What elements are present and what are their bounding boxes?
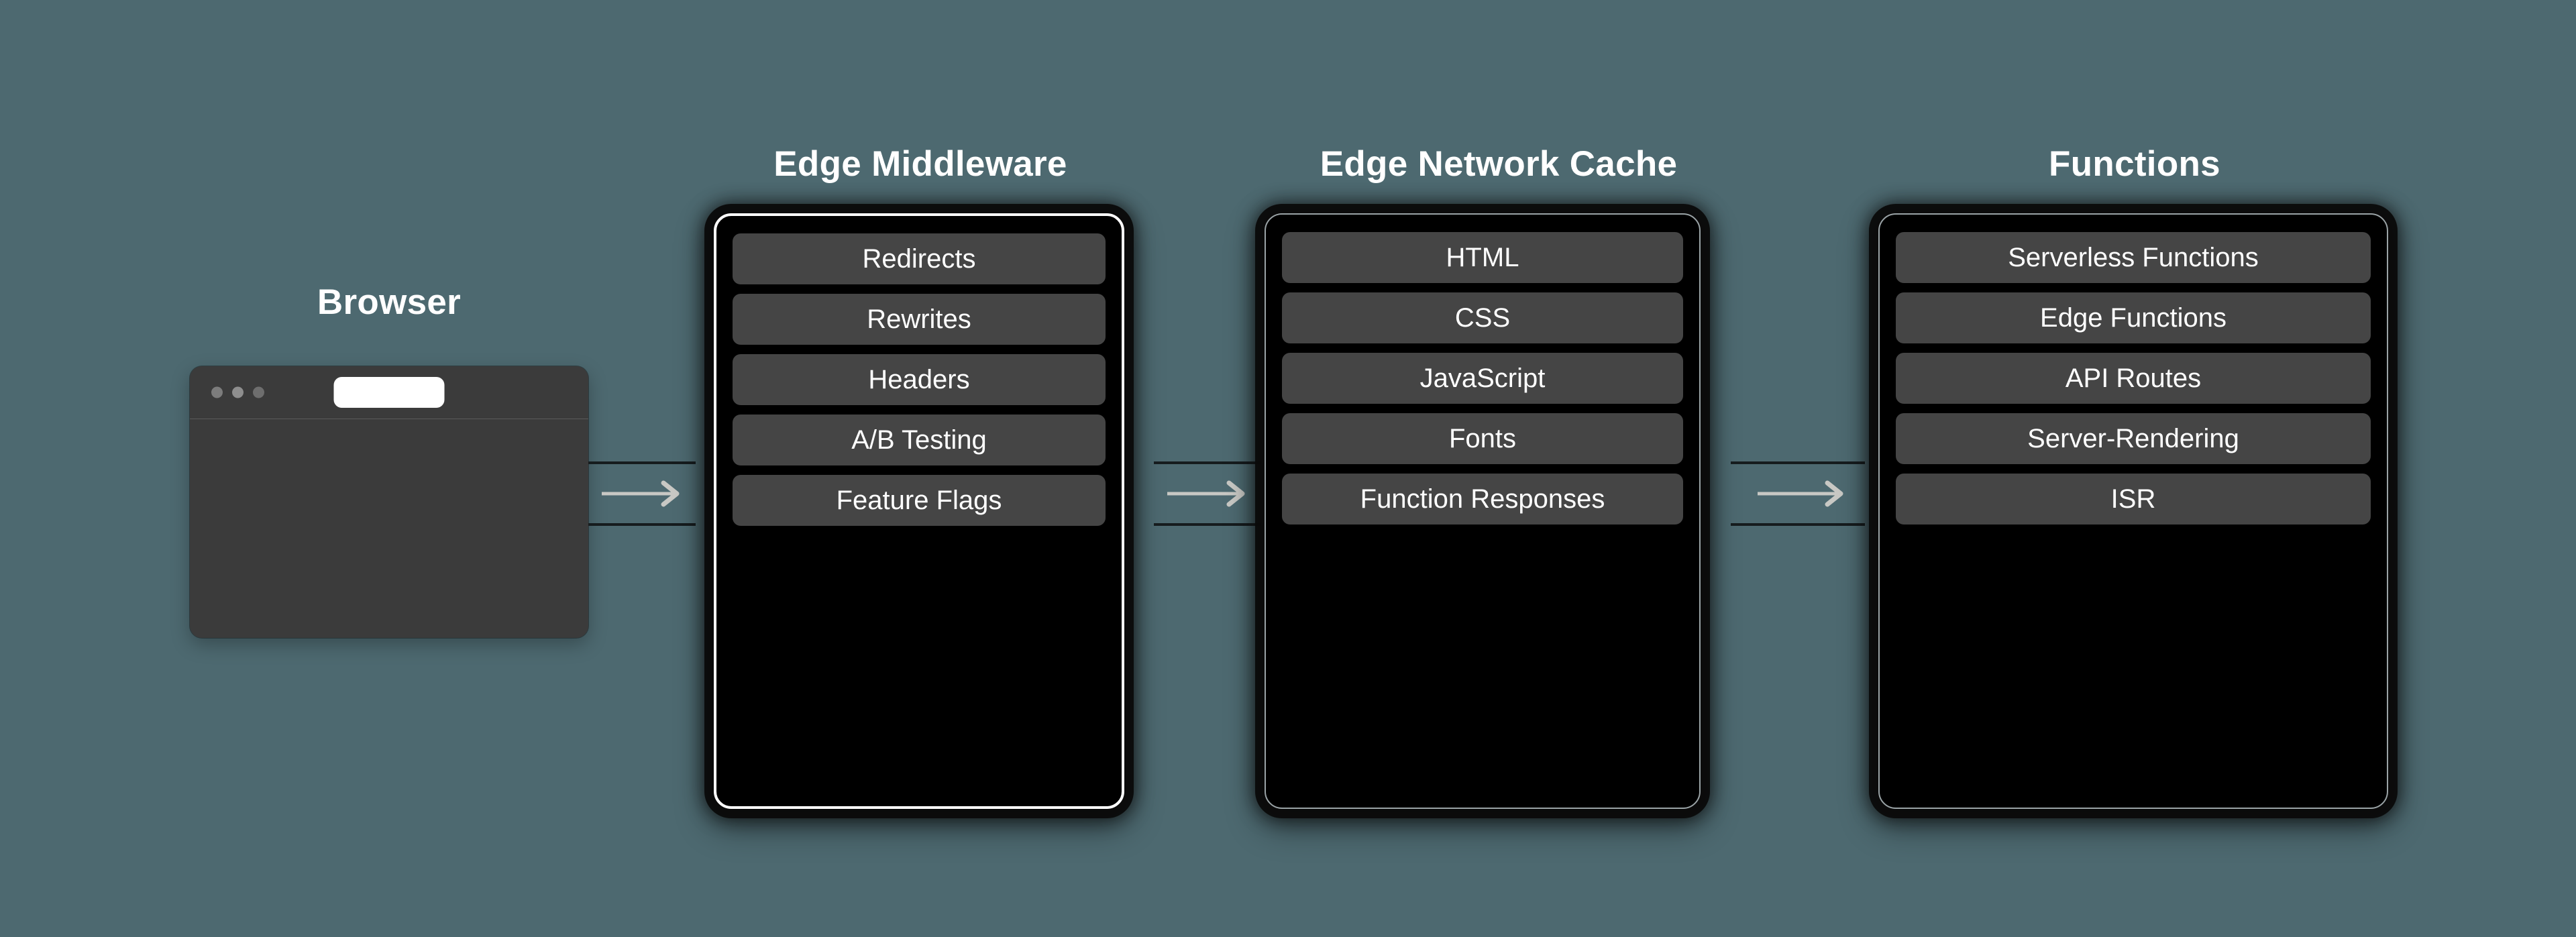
stack-card-edge-middleware: Redirects Rewrites Headers A/B Testing F… — [714, 213, 1124, 809]
arrow-browser-to-middleware-icon — [602, 480, 680, 507]
maximize-dot-icon — [253, 386, 264, 398]
browser-chrome — [190, 366, 588, 419]
connector-browser-to-middleware — [588, 461, 696, 526]
stack-item-html[interactable]: HTML — [1282, 232, 1683, 283]
stack-item-api-routes[interactable]: API Routes — [1896, 353, 2371, 404]
browser-viewport — [190, 419, 588, 638]
stack-item-feature-flags[interactable]: Feature Flags — [733, 475, 1106, 526]
stack-item-fonts[interactable]: Fonts — [1282, 413, 1683, 464]
arrow-middleware-to-cache-icon — [1167, 480, 1245, 507]
browser-window — [190, 366, 588, 638]
stack-item-css[interactable]: CSS — [1282, 292, 1683, 343]
stack-item-edge-functions[interactable]: Edge Functions — [1896, 292, 2371, 343]
stack-card-functions: Serverless Functions Edge Functions API … — [1878, 213, 2388, 809]
arrow-cache-to-functions-icon — [1758, 480, 1843, 507]
stack-item-rewrites[interactable]: Rewrites — [733, 294, 1106, 345]
stack-card-edge-network-cache: HTML CSS JavaScript Fonts Function Respo… — [1265, 213, 1701, 809]
stack-item-serverless-functions[interactable]: Serverless Functions — [1896, 232, 2371, 283]
stack-item-javascript[interactable]: JavaScript — [1282, 353, 1683, 404]
stack-item-headers[interactable]: Headers — [733, 354, 1106, 405]
connector-cache-to-functions — [1731, 461, 1865, 526]
connector-middleware-to-cache — [1154, 461, 1261, 526]
stack-title-functions: Functions — [2049, 144, 2220, 184]
browser-traffic-lights — [211, 386, 264, 398]
close-dot-icon — [211, 386, 223, 398]
stack-item-ab-testing[interactable]: A/B Testing — [733, 415, 1106, 465]
stack-title-edge-middleware: Edge Middleware — [773, 144, 1067, 184]
minimize-dot-icon — [232, 386, 244, 398]
stack-item-function-responses[interactable]: Function Responses — [1282, 474, 1683, 525]
browser-url-bar[interactable] — [333, 377, 445, 408]
stack-item-server-rendering[interactable]: Server-Rendering — [1896, 413, 2371, 464]
stack-item-isr[interactable]: ISR — [1896, 474, 2371, 525]
stack-title-edge-network-cache: Edge Network Cache — [1320, 144, 1678, 184]
browser-title: Browser — [317, 282, 462, 322]
stack-item-redirects[interactable]: Redirects — [733, 233, 1106, 284]
